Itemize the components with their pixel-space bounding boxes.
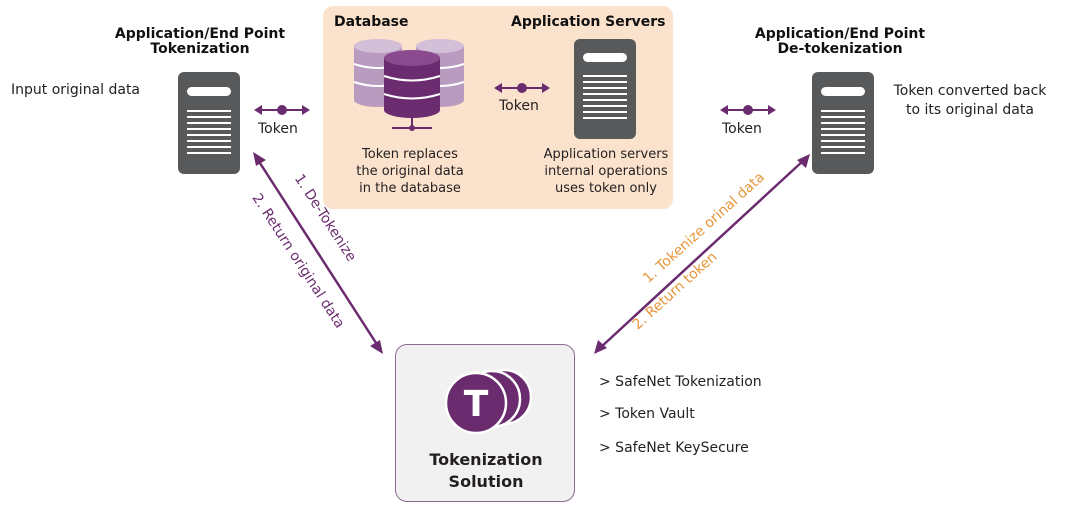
left-server-icon (178, 72, 240, 174)
tokenization-icon-letter: T (464, 384, 489, 425)
right-token-connector (720, 105, 776, 115)
tokenization-icon: T (444, 368, 533, 435)
right-endpoint-title-line2: De-tokenization (777, 41, 903, 57)
solution-title-line2: Solution (448, 472, 524, 491)
left-endpoint-title: Application/End Point Tokenization (100, 27, 300, 57)
right-endpoint-title: Application/End Point De-tokenization (740, 27, 940, 57)
token-converted-line1: Token converted back (893, 83, 1047, 99)
database-icon (353, 39, 465, 131)
servers-title: Application Servers (511, 14, 666, 30)
server-caption: Application servers internal operations … (526, 146, 686, 197)
middle-token-label: Token (499, 98, 539, 114)
right-token-label: Token (722, 121, 762, 137)
left-endpoint-title-line2: Tokenization (150, 41, 250, 57)
right-server-icon (812, 72, 874, 174)
left-token-connector (254, 105, 310, 115)
tokenization-solution-box: T Tokenization Solution (395, 344, 575, 502)
server-caption-line1: Application servers (543, 147, 669, 162)
db-caption-line3: in the database (359, 181, 461, 196)
middle-token-connector (494, 83, 550, 93)
database-title: Database (334, 14, 409, 30)
db-caption-line2: the original data (356, 164, 464, 179)
left-token-label: Token (258, 121, 298, 137)
input-original-data-label: Input original data (11, 82, 141, 98)
right-flow-arrow (594, 154, 810, 354)
token-converted-label: Token converted back to its original dat… (880, 82, 1060, 120)
application-server-icon (574, 39, 636, 139)
db-caption-line1: Token replaces (362, 147, 458, 162)
solution-title-line1: Tokenization (429, 450, 543, 469)
token-converted-line2: to its original data (906, 102, 1034, 118)
solution-item-safenet-tokenization: > SafeNet Tokenization (599, 374, 762, 390)
tokenization-solution-title: Tokenization Solution (396, 449, 576, 493)
server-caption-line3: uses token only (555, 181, 657, 196)
left-flow-arrow (253, 152, 383, 354)
database-caption: Token replaces the original data in the … (345, 146, 475, 197)
solution-item-safenet-keysecure: > SafeNet KeySecure (599, 440, 749, 456)
server-caption-line2: internal operations (544, 164, 668, 179)
right-endpoint-title-line1: Application/End Point (754, 26, 926, 42)
left-endpoint-title-line1: Application/End Point (114, 26, 286, 42)
solution-item-token-vault: > Token Vault (599, 406, 695, 422)
